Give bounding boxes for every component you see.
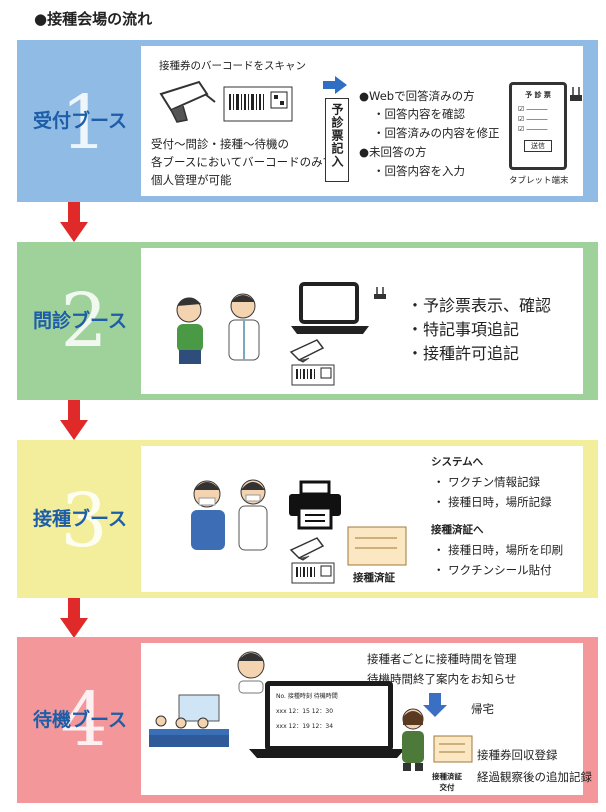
manage-line-2: 待機時間終了案内をお知らせ <box>367 672 517 686</box>
desc-line-1: 受付～問診・接種～待機の <box>151 137 289 151</box>
certificate-issue-label: 接種済証 交付 <box>427 771 467 793</box>
interview-item-3: ・接種許可追記 <box>407 344 520 363</box>
system-item-1: ・ ワクチン情報記録 <box>433 475 541 489</box>
certificate-item-1: ・ 接種日時，場所を印刷 <box>433 543 564 557</box>
questionnaire-entry-box: 予診票記入 <box>325 98 349 182</box>
visitor-illustration <box>402 708 424 771</box>
waiting-room-illustration <box>149 694 229 747</box>
system-item-2: ・ 接種日時，場所記録 <box>433 495 552 509</box>
laptop-screen: No. 接種時刻 待機時間 xxx 12：15 12：30 xxx 12：19 … <box>265 681 393 751</box>
stage-number: 3 <box>60 478 108 564</box>
laptop-base-icon <box>249 749 405 758</box>
certificate-item-2: ・ ワクチンシール貼付 <box>433 563 552 577</box>
vertical-label: 予診票記入 <box>330 103 344 168</box>
certificate-heading: 接種済証へ <box>431 524 484 536</box>
web-check: ・回答内容を確認 <box>373 107 465 121</box>
vaccination-illustration <box>191 479 268 551</box>
barcode-scanner-icon <box>289 339 325 363</box>
flow-arrow-down-icon <box>60 598 88 638</box>
arrow-right-icon <box>323 76 347 94</box>
cert-issue-line-1: 接種済証 <box>432 772 462 781</box>
stage-number: 4 <box>60 677 108 763</box>
booth-label: 受付ブース <box>32 110 128 132</box>
interview-item-2: ・特記事項追記 <box>407 320 520 339</box>
staff-illustration <box>237 651 265 694</box>
doctor-patient-illustration <box>176 293 260 364</box>
ticket-barcode-icon <box>291 364 335 386</box>
stage-number: 1 <box>60 80 108 166</box>
stage-number: 2 <box>60 278 108 364</box>
system-heading: システムへ <box>431 456 484 468</box>
certificate-label: 接種済証 <box>353 572 395 584</box>
not-done: ●未回答の方 <box>359 145 427 159</box>
ticket-barcode-icon <box>223 86 293 122</box>
booth-label: 接種ブース <box>32 508 128 530</box>
stage-waiting: 4 待機ブース No. 接種時刻 待機時間 xxx 12：15 12：30 xx… <box>17 637 598 803</box>
screen-row: xxx 12：15 12：30 <box>276 708 334 715</box>
flow-arrow-down-icon <box>60 202 88 242</box>
page-title: ●接種会場の流れ <box>34 10 153 28</box>
certificate-icon <box>347 526 407 566</box>
screen-header: No. 接種時刻 待機時間 <box>276 693 338 700</box>
stage-panel: 接種券のバーコードをスキャン 受付～問診・接種～待機の 各ブースにおいてバーコー… <box>141 46 583 196</box>
send-button: 送信 <box>524 140 552 152</box>
go-home: 帰宅 <box>471 702 494 716</box>
stage-reception: 1 受付ブース 接種券のバーコードをスキャン 受付～問診・接種～待機の 各ブース… <box>17 40 598 202</box>
stage-vaccination: 3 接種ブース <box>17 440 598 598</box>
ticket-barcode-icon <box>291 562 335 584</box>
arrow-down-icon <box>423 693 447 717</box>
printer-icon <box>289 480 341 530</box>
web-edit: ・回答済みの内容を修正 <box>373 126 500 140</box>
barcode-scanner-icon <box>289 537 325 561</box>
booth-label: 問診ブース <box>32 310 128 332</box>
barcode-scanner-icon <box>159 80 216 123</box>
scan-title: 接種券のバーコードをスキャン <box>159 60 306 72</box>
wifi-router-icon <box>374 287 386 299</box>
laptop-icon <box>291 282 369 334</box>
interview-item-1: ・予診票表示、確認 <box>407 296 552 315</box>
desc-line-2: 各ブースにおいてバーコードのみで <box>151 155 335 169</box>
stage-panel: 接種済証 システムへ ・ ワクチン情報記録 ・ 接種日時，場所記録 接種済証へ … <box>141 446 583 592</box>
desc-line-3: 個人管理が可能 <box>151 173 232 187</box>
form-checkboxes: ☑ ―――☑ ―――☑ ――― <box>518 105 548 133</box>
tablet-label: タブレット端末 <box>509 176 569 186</box>
manage-line-1: 接種者ごとに接種時間を管理 <box>367 652 517 666</box>
certificate-icon <box>433 735 473 763</box>
web-done: ●Webで回答済みの方 <box>359 89 475 103</box>
stage-panel: No. 接種時刻 待機時間 xxx 12：15 12：30 xxx 12：19 … <box>141 643 592 795</box>
form-title: 予 診 票 <box>525 91 551 99</box>
booth-label: 待機ブース <box>32 709 128 731</box>
stage-interview: 2 問診ブース ・予 <box>17 242 598 400</box>
cert-issue-line-2: 交付 <box>439 783 455 792</box>
observation-record: 経過観察後の追加記録 <box>477 770 592 784</box>
enter-answers: ・回答内容を入力 <box>373 164 465 178</box>
collect-ticket: 接種券回収登録 <box>477 748 558 762</box>
wifi-router-icon <box>570 87 582 101</box>
tablet-icon: 予 診 票 ☑ ―――☑ ―――☑ ――― 送信 <box>509 82 567 170</box>
screen-row: xxx 12：19 12：34 <box>276 723 334 730</box>
flow-arrow-down-icon <box>60 400 88 440</box>
stage-panel: ・予診票表示、確認 ・特記事項追記 ・接種許可追記 <box>141 248 583 394</box>
